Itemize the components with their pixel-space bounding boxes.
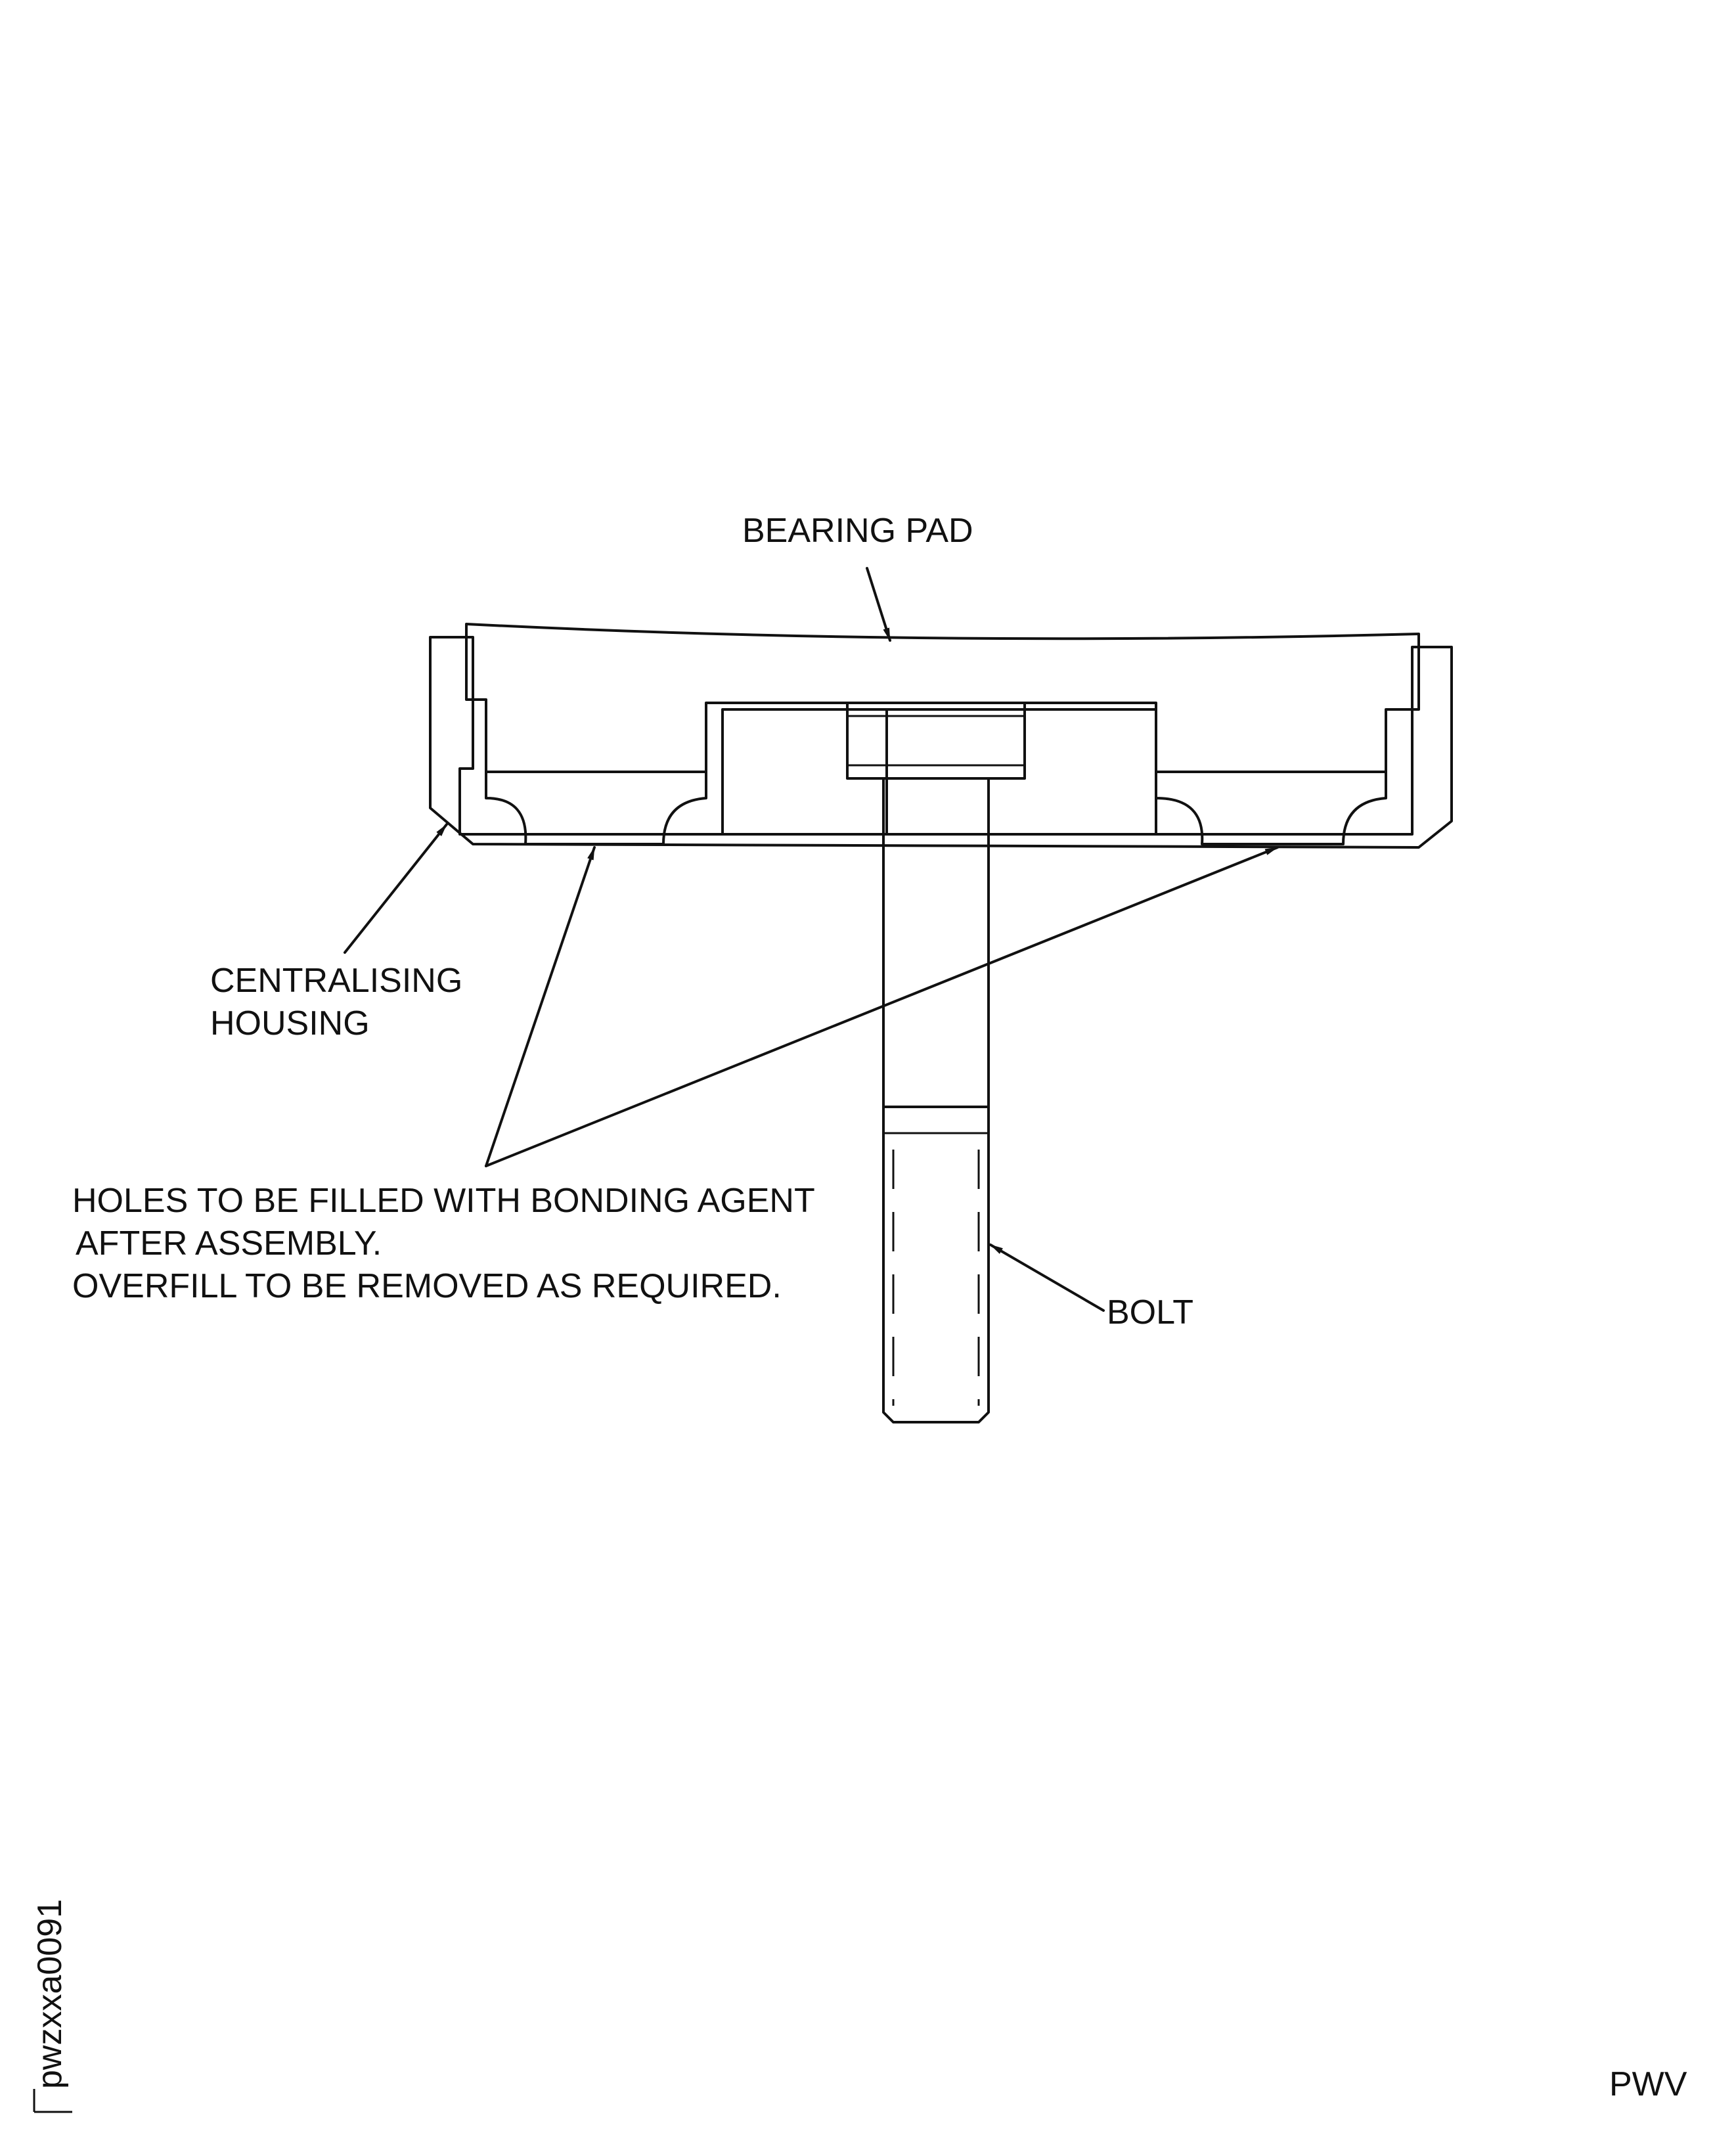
- leader-bearing-pad: [866, 567, 891, 642]
- leader-centralising-housing: [344, 823, 448, 954]
- bolt-head: [846, 702, 1026, 780]
- bonding-agent-right: [1155, 771, 1387, 845]
- label-holes-line-2: AFTER ASSEMBLY.: [76, 1224, 382, 1263]
- label-housing: HOUSING: [210, 1004, 370, 1042]
- label-holes-line-1: HOLES TO BE FILLED WITH BONDING AGENT: [72, 1182, 815, 1220]
- leader-holes-right: [485, 846, 1279, 1167]
- label-bearing-pad: BEARING PAD: [742, 512, 973, 550]
- bolt-shank: [882, 777, 990, 1108]
- bolt-thread: [882, 1106, 990, 1423]
- bearing-pad: [465, 623, 1420, 773]
- leader-bolt: [989, 1243, 1105, 1312]
- bonding-agent-left: [485, 771, 707, 845]
- label-holes-line-3: OVERFILL TO BE REMOVED AS REQUIRED.: [72, 1267, 782, 1305]
- label-centralising: CENTRALISING: [210, 962, 462, 1000]
- centralising-housing: [429, 636, 1453, 849]
- label-bolt: BOLT: [1107, 1293, 1193, 1332]
- corner-code: PWV: [1609, 2065, 1687, 2103]
- figure-id: pwzxxa0091: [31, 1899, 69, 2089]
- bolt: [846, 702, 1026, 1423]
- bonding-agent-fill: [485, 771, 1387, 845]
- leader-lines: [344, 567, 1279, 1312]
- leader-holes-left: [485, 846, 596, 1167]
